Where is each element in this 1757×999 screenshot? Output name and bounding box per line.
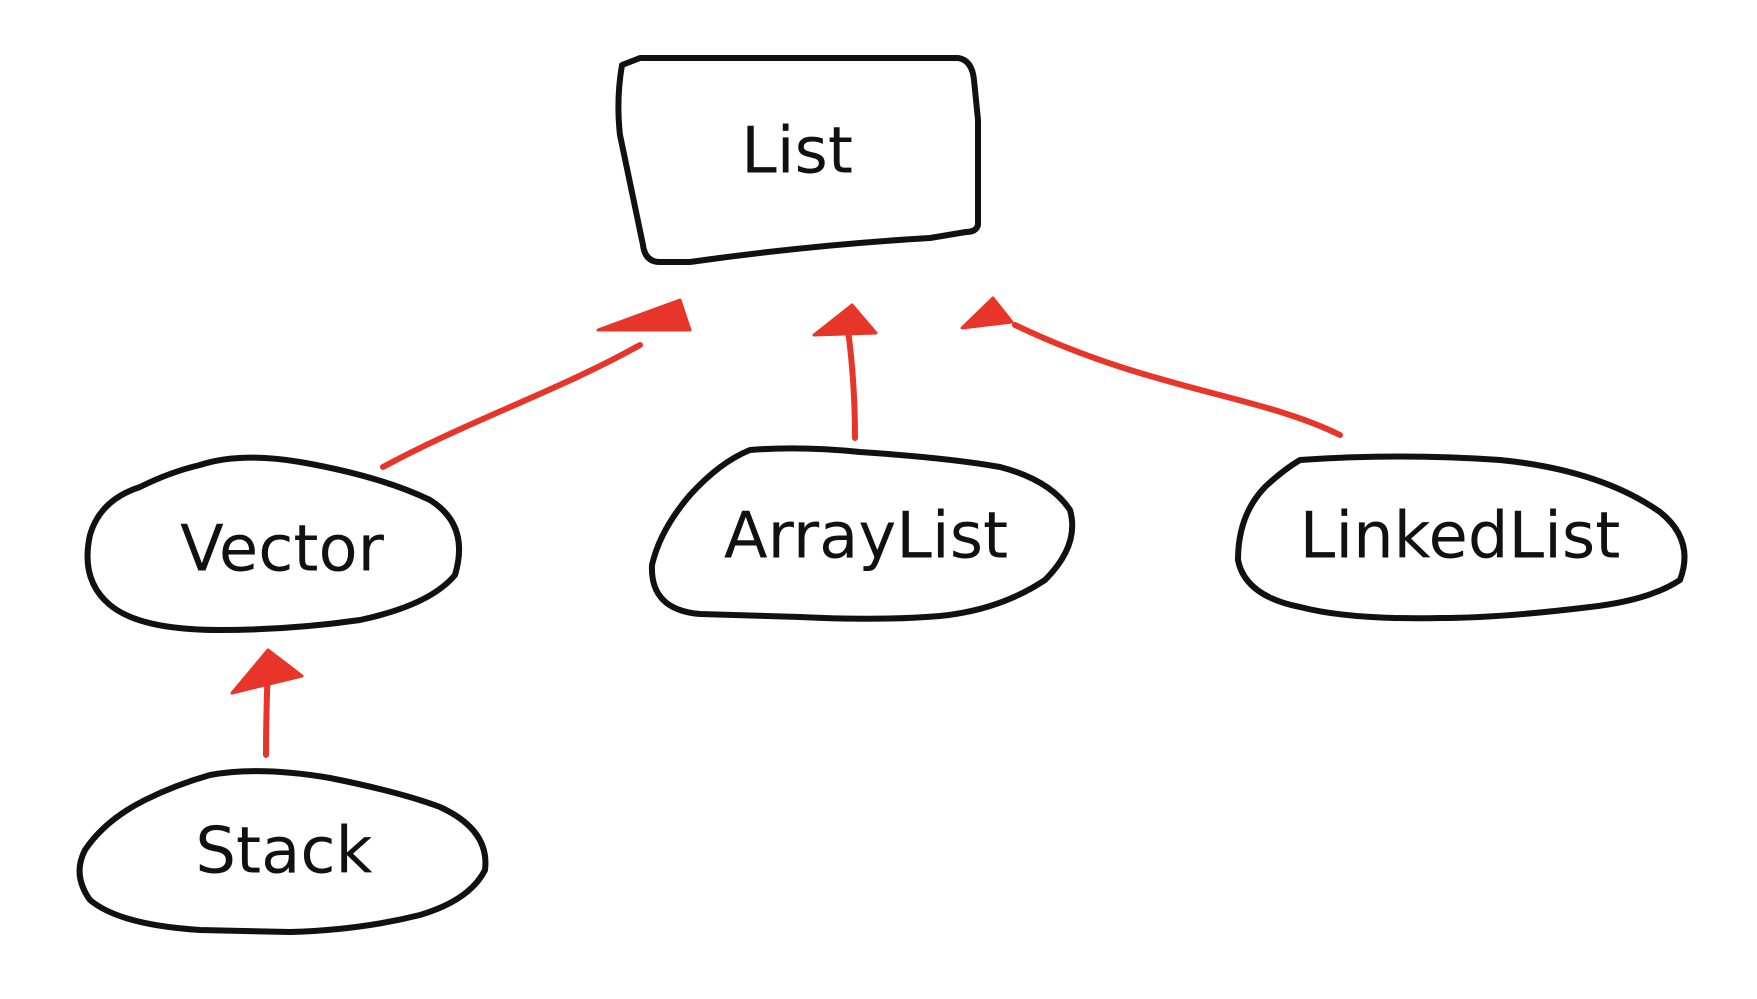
edge-arraylist-to-list <box>812 303 878 441</box>
edge-arraylist-to-list-arrowhead <box>812 303 878 337</box>
node-vector-ellipse <box>84 454 463 633</box>
edge-stack-to-vector-arrowhead <box>230 648 304 695</box>
node-arraylist-ellipse <box>648 445 1076 622</box>
node-linkedlist-ellipse <box>1235 453 1688 622</box>
edge-linkedlist-to-list <box>960 296 1343 438</box>
node-linkedlist-label: LinkedList <box>1300 500 1621 574</box>
edge-vector-to-list <box>380 298 692 470</box>
node-list-box <box>615 55 981 265</box>
edge-arraylist-to-list-line <box>845 327 858 441</box>
edge-stack-to-vector <box>230 648 304 758</box>
edge-vector-to-list-arrowhead <box>596 298 692 332</box>
edge-vector-to-list-line <box>380 342 643 470</box>
node-stack: Stack <box>76 768 489 935</box>
node-list-label: List <box>741 115 853 189</box>
edge-linkedlist-to-list-arrowhead <box>960 296 1014 330</box>
edge-linkedlist-to-list-line <box>1012 322 1343 438</box>
node-stack-ellipse <box>76 768 489 935</box>
node-arraylist-label: ArrayList <box>724 500 1008 574</box>
node-stack-label: Stack <box>195 815 372 889</box>
node-list: List <box>615 55 981 265</box>
node-vector-label: Vector <box>180 513 385 587</box>
node-arraylist: ArrayList <box>648 445 1076 622</box>
node-linkedlist: LinkedList <box>1235 453 1688 622</box>
node-vector: Vector <box>84 454 463 633</box>
